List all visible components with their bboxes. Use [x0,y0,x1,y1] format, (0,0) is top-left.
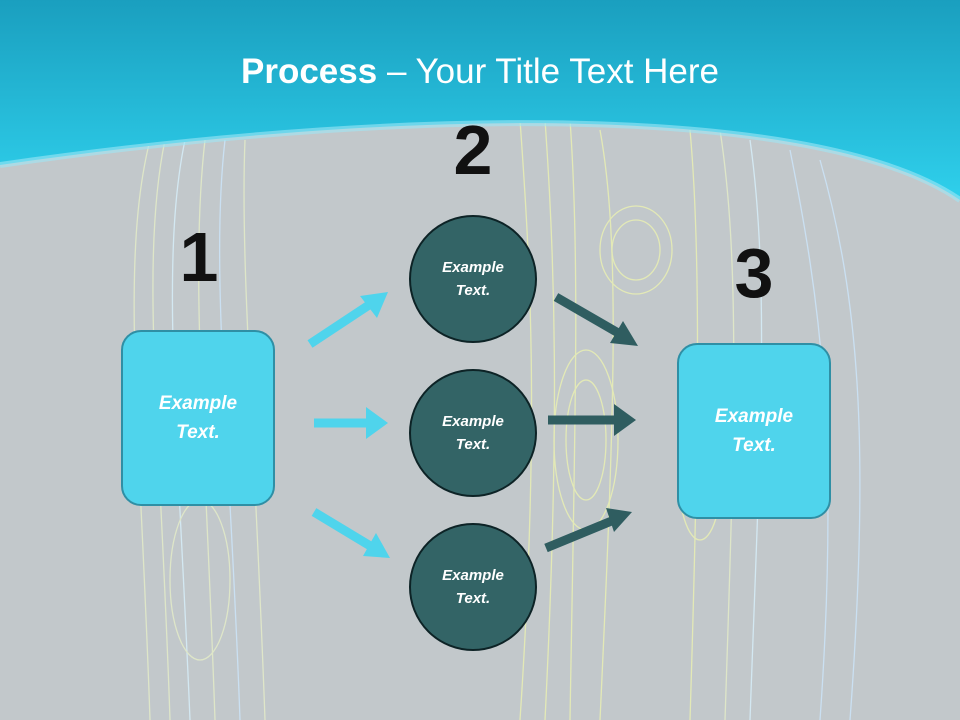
step-1-text: Example Text. [158,393,238,443]
step-3-box[interactable]: Example Text. [677,343,831,519]
step-2-circle-middle[interactable]: Example Text. [409,369,537,497]
circle-bottom-text: Example Text. [442,567,504,607]
title-bold: Process [241,52,378,91]
step-number-2: 2 [453,111,493,189]
step-2-circle-top[interactable]: Example Text. [409,215,537,343]
title-rest: – Your Title Text Here [377,52,719,91]
step-3-text: Example Text. [714,406,794,456]
circle-top-text: Example Text. [442,259,504,299]
step-2-circle-bottom[interactable]: Example Text. [409,523,537,651]
step-1-box[interactable]: Example Text. [121,330,275,506]
slide-title: Process – Your Title Text Here [0,52,960,92]
step-number-1: 1 [179,218,219,296]
circle-middle-text: Example Text. [442,413,504,453]
step-number-3: 3 [734,234,774,312]
